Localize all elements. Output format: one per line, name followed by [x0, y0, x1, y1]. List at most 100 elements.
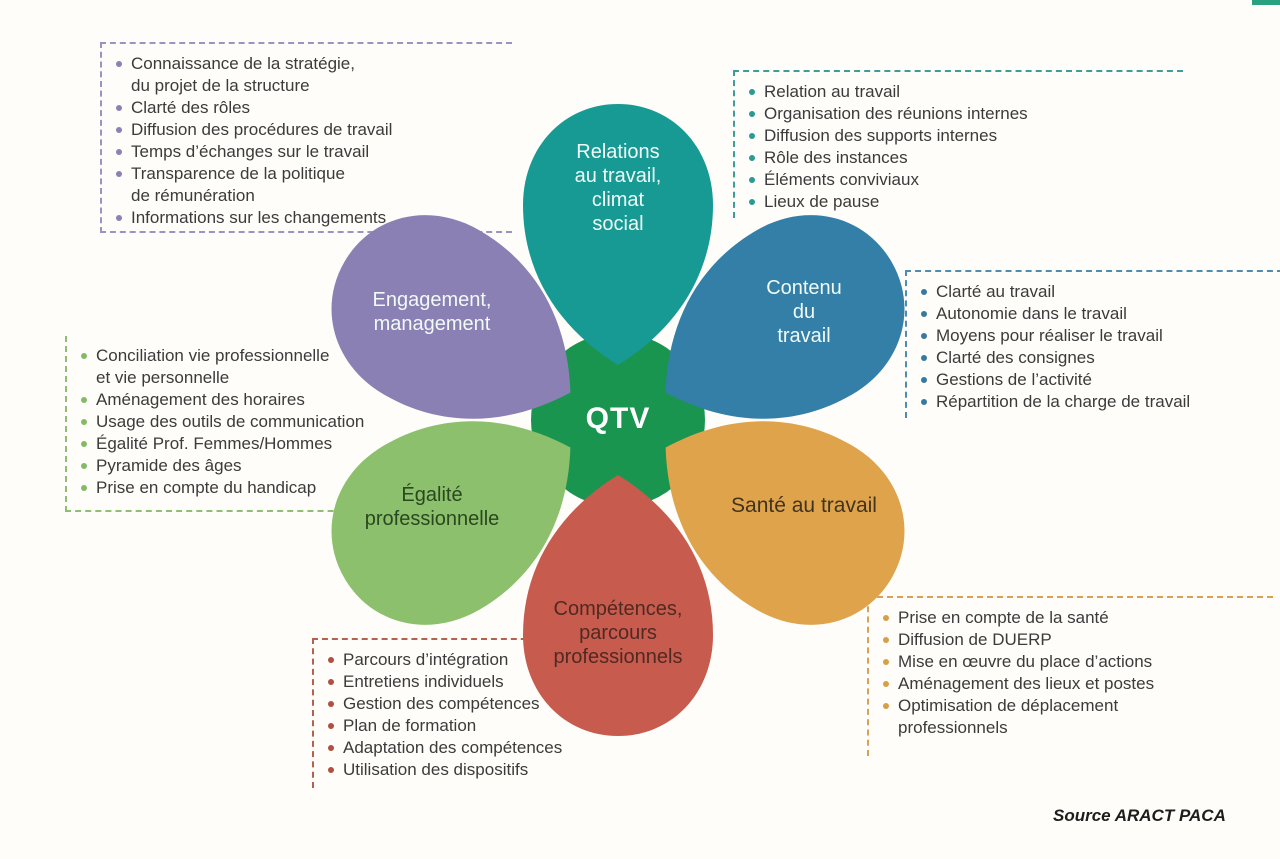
list-item: Mise en œuvre du place d’actions	[883, 651, 1269, 673]
list-item-text: Répartition de la charge de travail	[936, 392, 1191, 411]
bullet-icon	[883, 615, 889, 621]
engagement-management-list: Connaissance de la stratégie, du projet …	[102, 44, 512, 238]
bullet-icon	[749, 89, 755, 95]
bullet-icon	[328, 723, 334, 729]
petal-egalite	[331, 421, 571, 625]
list-item-text: Égalité Prof. Femmes/Hommes	[96, 434, 333, 453]
bullet-icon	[328, 679, 334, 685]
list-item: Informations sur les changements	[116, 207, 508, 229]
competences-parcours-box: Parcours d’intégration Entretiens indivi…	[312, 638, 656, 788]
list-item-text: Temps d’échanges sur le travail	[131, 142, 370, 161]
bullet-icon	[81, 397, 87, 403]
bullet-icon	[921, 355, 927, 361]
list-item: Aménagement des horaires	[81, 389, 471, 411]
bullet-icon	[116, 149, 122, 155]
list-item: Diffusion des procédures de travail	[116, 119, 508, 141]
list-item-text: Organisation des réunions internes	[764, 104, 1028, 123]
list-item-text: Lieux de pause	[764, 192, 880, 211]
bullet-icon	[81, 353, 87, 359]
list-item: Clarté des rôles	[116, 97, 508, 119]
bullet-icon	[883, 637, 889, 643]
list-item: Gestion des compétences	[328, 693, 652, 715]
bullet-icon	[328, 745, 334, 751]
list-item: Organisation des réunions internes	[749, 103, 1179, 125]
list-item-text: Gestion des compétences	[343, 694, 540, 713]
bullet-icon	[328, 657, 334, 663]
bullet-icon	[116, 105, 122, 111]
list-item-text: Usage des outils de communication	[96, 412, 365, 431]
bullet-icon	[328, 767, 334, 773]
list-item-text: Relation au travail	[764, 82, 901, 101]
list-item: Adaptation des compétences	[328, 737, 652, 759]
list-item-text: Rôle des instances	[764, 148, 908, 167]
bullet-icon	[328, 701, 334, 707]
bullet-icon	[883, 659, 889, 665]
list-item-text: Connaissance de la stratégie, du projet …	[131, 54, 355, 95]
bullet-icon	[116, 171, 122, 177]
bullet-icon	[81, 419, 87, 425]
list-item-text: Autonomie dans le travail	[936, 304, 1127, 323]
bullet-icon	[116, 215, 122, 221]
list-item: Prise en compte de la santé	[883, 607, 1269, 629]
list-item: Transparence de la politique de rémunéra…	[116, 163, 508, 207]
list-item-text: Gestions de l’activité	[936, 370, 1092, 389]
bullet-icon	[749, 133, 755, 139]
bullet-icon	[921, 311, 927, 317]
list-item-text: Mise en œuvre du place d’actions	[898, 652, 1153, 671]
egalite-professionnelle-box: Conciliation vie professionnelle et vie …	[65, 336, 475, 512]
list-item-text: Clarté des rôles	[131, 98, 251, 117]
list-item: Prise en compte du handicap	[81, 477, 471, 499]
list-item: Conciliation vie professionnelle et vie …	[81, 345, 471, 389]
sante-travail-list: Prise en compte de la santé Diffusion de…	[869, 598, 1273, 748]
bullet-icon	[921, 289, 927, 295]
list-item-text: Éléments conviviaux	[764, 170, 919, 189]
petal-contenu	[665, 215, 905, 419]
list-item: Connaissance de la stratégie, du projet …	[116, 53, 508, 97]
list-item-text: Prise en compte du handicap	[96, 478, 317, 497]
bullet-icon	[116, 127, 122, 133]
list-item: Plan de formation	[328, 715, 652, 737]
relations-travail-box: Relation au travail Organisation des réu…	[733, 70, 1183, 218]
petal-sante	[665, 421, 905, 625]
list-item-text: Moyens pour réaliser le travail	[936, 326, 1163, 345]
center-label: QTV	[585, 402, 651, 435]
list-item-text: Parcours d’intégration	[343, 650, 509, 669]
list-item: Autonomie dans le travail	[921, 303, 1279, 325]
list-item: Aménagement des lieux et postes	[883, 673, 1269, 695]
list-item: Rôle des instances	[749, 147, 1179, 169]
list-item: Répartition de la charge de travail	[921, 391, 1279, 413]
bullet-icon	[921, 399, 927, 405]
list-item-text: Transparence de la politique de rémunéra…	[131, 164, 345, 205]
flower-center-shape	[531, 333, 705, 507]
contenu-travail-list: Clarté au travail Autonomie dans le trav…	[907, 272, 1280, 422]
bullet-icon	[921, 377, 927, 383]
egalite-professionnelle-list: Conciliation vie professionnelle et vie …	[67, 336, 475, 508]
list-item: Éléments conviviaux	[749, 169, 1179, 191]
competences-parcours-list: Parcours d’intégration Entretiens indivi…	[314, 640, 656, 790]
list-item-text: Prise en compte de la santé	[898, 608, 1109, 627]
petal-competences	[523, 475, 713, 736]
list-item-text: Diffusion des procédures de travail	[131, 120, 393, 139]
list-item: Égalité Prof. Femmes/Hommes	[81, 433, 471, 455]
list-item: Diffusion des supports internes	[749, 125, 1179, 147]
list-item: Relation au travail	[749, 81, 1179, 103]
list-item-text: Clarté au travail	[936, 282, 1056, 301]
bullet-icon	[81, 485, 87, 491]
bullet-icon	[749, 155, 755, 161]
source-credit: Source ARACT PACA	[1053, 806, 1226, 825]
engagement-management-box: Connaissance de la stratégie, du projet …	[100, 42, 512, 233]
list-item-text: Utilisation des dispositifs	[343, 760, 529, 779]
list-item: Gestions de l’activité	[921, 369, 1279, 391]
list-item-text: Informations sur les changements	[131, 208, 387, 227]
bullet-icon	[749, 199, 755, 205]
bullet-icon	[81, 441, 87, 447]
list-item: Lieux de pause	[749, 191, 1179, 213]
list-item-text: Adaptation des compétences	[343, 738, 563, 757]
list-item: Diffusion de DUERP	[883, 629, 1269, 651]
list-item: Clarté des consignes	[921, 347, 1279, 369]
bullet-icon	[116, 61, 122, 67]
scan-artifact-mark	[1252, 0, 1280, 5]
list-item-text: Plan de formation	[343, 716, 477, 735]
